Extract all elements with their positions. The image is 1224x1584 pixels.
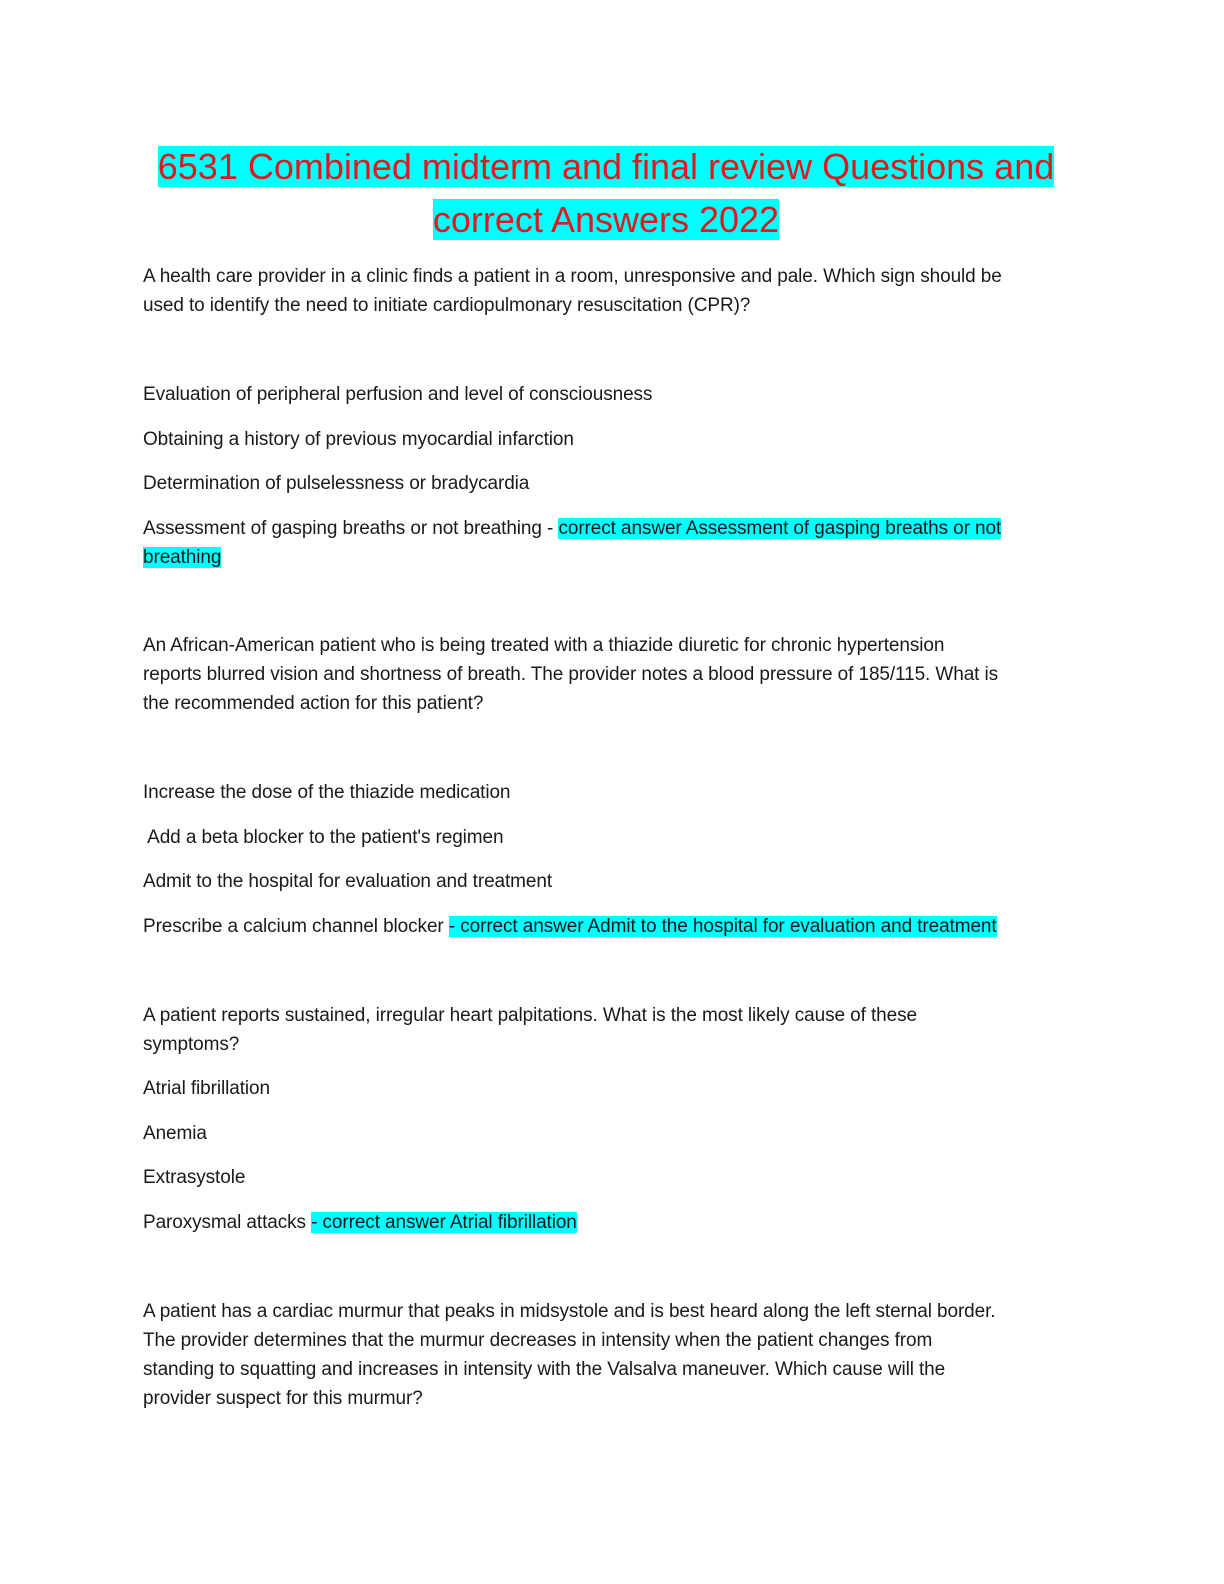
question-2-option-3: Admit to the hospital for evaluation and… [143,871,553,892]
question-1-option-4-text: Assessment of gasping breaths or not bre… [143,518,559,539]
question-2-stem-line-3: the recommended action for this patient? [143,693,484,714]
question-1-option-2: Obtaining a history of previous myocardi… [143,429,574,450]
question-1-option-3: Determination of pulselessness or bradyc… [143,473,530,494]
question-1-option-4: Assessment of gasping breaths or not bre… [143,514,1001,543]
question-2-stem-line-2: reports blurred vision and shortness of … [143,664,999,685]
question-1-answer-line-2: breathing [143,547,222,568]
question-3-stem-line-1: A patient reports sustained, irregular h… [143,1005,917,1026]
document-title: 6531 Combined midterm and final review Q… [100,140,1112,246]
question-2-option-1: Increase the dose of the thiazide medica… [143,782,511,803]
question-3-option-4: Paroxysmal attacks - correct answer Atri… [143,1208,577,1237]
question-4-stem-line-3: standing to squatting and increases in i… [143,1359,946,1380]
question-4-stem-line-4: provider suspect for this murmur? [143,1388,423,1409]
title-line-1: 6531 Combined midterm and final review Q… [157,146,1055,187]
question-1-option-1: Evaluation of peripheral perfusion and l… [143,384,653,405]
question-3-option-4-text: Paroxysmal attacks [143,1212,312,1233]
question-1-stem-line-2: used to identify the need to initiate ca… [143,295,751,316]
question-1-answer-wrap: breathing [143,543,221,572]
question-2-stem-line-1: An African-American patient who is being… [143,635,945,656]
question-1-stem-line-1: A health care provider in a clinic finds… [143,266,1002,287]
question-2-answer: - correct answer Admit to the hospital f… [448,916,997,937]
question-3-option-1: Atrial fibrillation [143,1078,270,1099]
question-4-stem-line-2: The provider determines that the murmur … [143,1330,933,1351]
question-3-option-2: Anemia [143,1123,207,1144]
question-3-answer: - correct answer Atrial fibrillation [311,1212,577,1233]
question-4-stem-line-1: A patient has a cardiac murmur that peak… [143,1301,996,1322]
question-1-answer-line-1: correct answer Assessment of gasping bre… [558,518,1002,539]
title-line-2: correct Answers 2022 [432,199,780,240]
question-2-option-4: Prescribe a calcium channel blocker - co… [143,912,997,941]
question-3-stem-line-2: symptoms? [143,1034,240,1055]
question-3-option-3: Extrasystole [143,1167,246,1188]
question-2-option-4-text: Prescribe a calcium channel blocker [143,916,449,937]
question-2-option-2: Add a beta blocker to the patient's regi… [143,827,504,848]
